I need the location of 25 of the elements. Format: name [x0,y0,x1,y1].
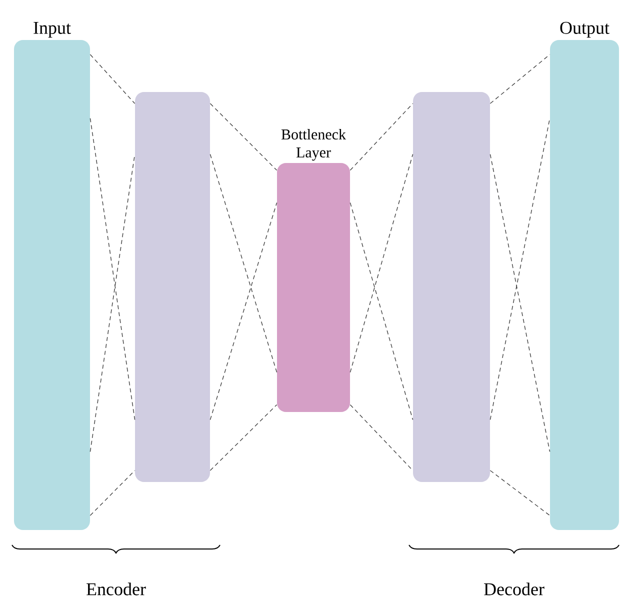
layer-bar: Bottleneck Layer [277,128,350,412]
dashed-connector [210,154,278,373]
dashed-connector [490,154,550,452]
dashed-connector [90,470,136,516]
dashed-connector [90,54,136,104]
layer-bar: Input [14,22,90,530]
dashed-connector [350,154,414,373]
layer-bar: Output [550,22,619,530]
node-label: Bottleneck Layer [281,128,346,161]
dashed-connector [350,103,414,171]
dashed-connector [350,202,414,420]
dashed-connector [490,54,550,104]
group-label: Decoder [484,582,544,596]
dashed-connector [90,118,136,420]
dashed-connector [490,118,550,420]
node-label: Output [560,22,610,38]
layer-bar [413,92,490,482]
dashed-connector [210,404,278,471]
dashed-connector [350,404,414,471]
node-label: Input [34,22,71,38]
dashed-connector [210,103,278,171]
layer-bar [135,92,210,482]
dashed-connector [210,202,278,420]
dashed-connector [490,470,550,516]
group-label: Encoder [86,582,146,596]
